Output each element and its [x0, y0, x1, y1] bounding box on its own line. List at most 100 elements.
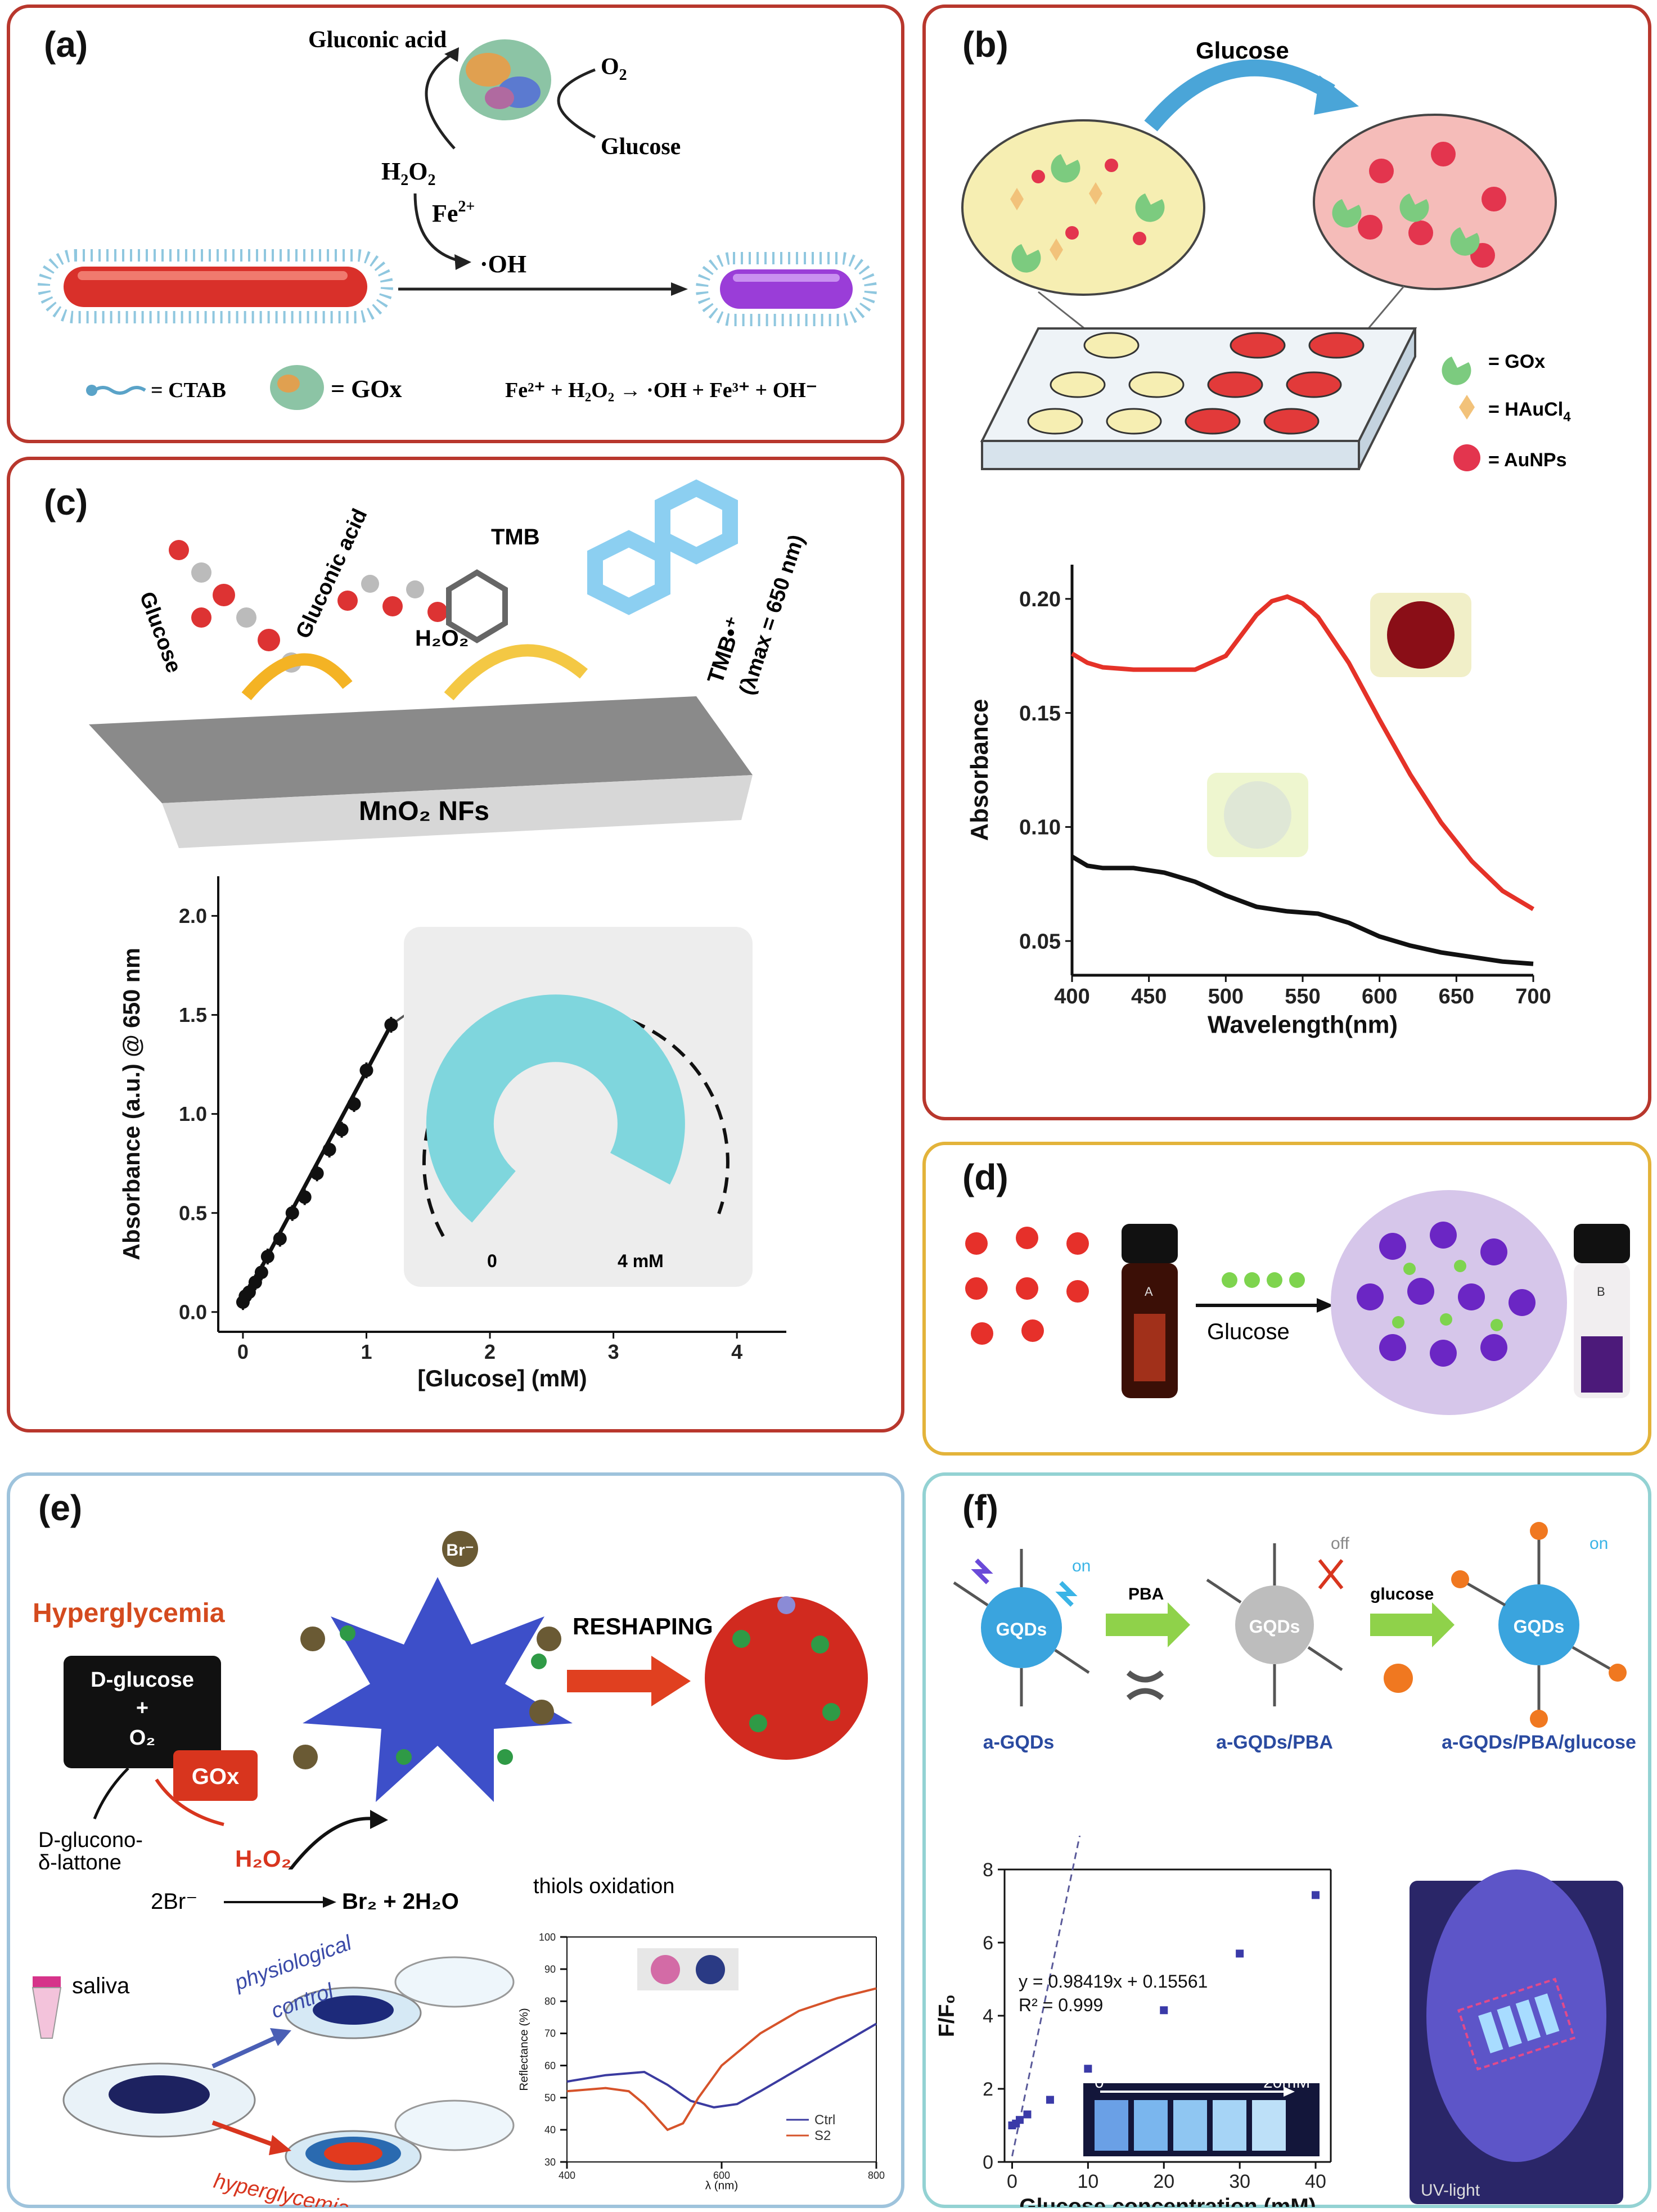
glucose-label: glucose	[1370, 1585, 1434, 1603]
gqds-label-2: GQDs	[1249, 1616, 1300, 1637]
vial-b-photo: B	[1574, 1224, 1630, 1398]
legend-au: = AuNPs	[1488, 449, 1567, 471]
agqds-pba-icon: GQDs off	[1206, 1534, 1349, 1706]
x-tick-label: 550	[1285, 985, 1320, 1008]
y-tick-label: 1.5	[179, 1003, 207, 1026]
y-tick-label: 40	[544, 2124, 556, 2136]
fenton-arrow	[413, 193, 461, 263]
data-point	[1023, 2110, 1032, 2119]
gox-label: GOx	[192, 1764, 239, 1789]
x-axis-label: Wavelength(nm)	[1208, 1011, 1398, 1039]
data-point	[310, 1166, 324, 1181]
oxidation-arrow-2	[444, 644, 588, 701]
hauc-legend-icon	[1459, 395, 1475, 420]
glucose-curved-arrow	[1144, 59, 1335, 132]
data-point	[1084, 2065, 1092, 2073]
pba-label: PBA	[1128, 1585, 1164, 1603]
well-plate	[980, 327, 1417, 470]
x-tick-label: 450	[1131, 985, 1167, 1008]
panel-e-label: (e)	[38, 1488, 83, 1528]
fenton-equation: Fe²⁺ + H₂O₂ → ·OH + Fe³⁺ + OH⁻	[505, 379, 817, 402]
x-tick-label: 400	[1054, 985, 1089, 1008]
fit-equation: y = 0.98419x + 0.15561	[1019, 1971, 1208, 1992]
glucose-dots-icon	[1222, 1272, 1305, 1288]
glucose-label: Glucose	[1207, 1319, 1290, 1344]
x-tick-label: 500	[1208, 985, 1244, 1008]
gox-enzyme-icon	[459, 39, 551, 120]
data-point	[1160, 2006, 1168, 2015]
x-tick-label: 600	[1362, 985, 1397, 1008]
dglucose-box	[64, 1656, 221, 1768]
panel-a-scheme: Gluconic acid O2 Glucose H2O2 Fe2+ ·OH	[38, 27, 877, 410]
gqds-label-3: GQDs	[1514, 1616, 1565, 1637]
tmb-molecule-icon	[446, 569, 508, 643]
agqds-pba-label: a-GQDs/PBA	[1216, 1732, 1333, 1753]
oxidation-arrow-1	[241, 653, 353, 701]
gluconic-acid-label: Gluconic acid	[308, 27, 447, 53]
legend-label-ctrl: Ctrl	[814, 2112, 835, 2128]
y-axis-label: Reflectance (%)	[517, 2008, 530, 2091]
data-point	[298, 1190, 312, 1204]
br-ion-icon	[442, 1531, 478, 1567]
br2-arrow	[288, 1817, 376, 1869]
off-label: off	[1331, 1534, 1349, 1553]
glucose-label: Glucose	[1196, 37, 1289, 64]
y-tick-label: 6	[983, 1932, 993, 1954]
y-axis-label: Absorbance (a.u.) @ 650 nm	[119, 948, 145, 1260]
plus-label: +	[136, 1696, 148, 1720]
gox-legend: = GOx	[331, 375, 402, 403]
colorimetric-dots-photo	[637, 1948, 739, 1990]
x-tick-label: 650	[1439, 985, 1474, 1008]
y-tick-label: 90	[544, 1963, 556, 1975]
uv-light-label: UV-light	[1421, 2181, 1480, 2200]
cuvette-photo-red	[1370, 593, 1471, 677]
glucose-dot-icon	[1384, 1664, 1413, 1693]
agqds-icon: GQDs on	[953, 1549, 1091, 1706]
y-tick-label: 2.0	[179, 904, 207, 927]
panel-b-scheme: Glucose	[961, 37, 1571, 471]
x-tick-label: 600	[713, 2170, 730, 2181]
data-point	[322, 1143, 336, 1156]
reshaping-arrow	[567, 1670, 651, 1692]
y-tick-label: 0.15	[1019, 702, 1061, 726]
panel-d: (d) A Glucose	[922, 1142, 1651, 1456]
absorbance-series-1	[1070, 594, 1535, 911]
y-axis-label: F/F₀	[935, 1994, 959, 2037]
hyperglycemia-title: Hyperglycemia	[33, 1598, 225, 1628]
y-tick-label: 0.5	[179, 1201, 207, 1224]
panel-d-scheme: A Glucose B	[965, 1190, 1630, 1415]
y-tick-label: 0.05	[1019, 930, 1061, 953]
panel-f-label: (f)	[962, 1488, 998, 1528]
reflectance-series-ctrl	[566, 2022, 877, 2109]
data-point	[273, 1232, 287, 1246]
on-label-2: on	[1590, 1534, 1608, 1553]
inset-4mm-label: 4 mM	[618, 1251, 664, 1271]
after-solution-bubble	[1313, 114, 1557, 290]
agqds-pba-glucose-icon: GQDs on	[1451, 1522, 1627, 1728]
legend-hauc: = HAuCl4	[1488, 399, 1571, 425]
panel-e-reaction: thiols oxidation 2Br⁻ Br₂ + 2H₂O	[151, 1875, 674, 1914]
h2o2-label: H2O2	[381, 157, 435, 189]
gluconic-label: Gluconic acid	[291, 505, 372, 642]
tmb-label: TMB	[491, 525, 540, 549]
panel-b: (b) Glucose	[922, 4, 1651, 1120]
data-point	[1236, 1949, 1244, 1958]
on-label-1: on	[1072, 1557, 1091, 1575]
gold-nanostar	[303, 1577, 573, 1802]
data-point	[1046, 2096, 1054, 2104]
petri-dish-control	[285, 1956, 515, 2039]
legend-gox: = GOx	[1488, 351, 1545, 372]
data-point	[384, 1018, 398, 1032]
x-tick-label: 20	[1153, 2171, 1174, 2192]
panel-a-label: (a)	[44, 24, 88, 65]
x-tick-label: 800	[868, 2170, 885, 2181]
data-point	[248, 1275, 262, 1289]
dispersed-nanoparticles	[965, 1227, 1089, 1345]
x-tick-label: 4	[731, 1340, 742, 1363]
y-tick-label: 80	[544, 1996, 556, 2007]
glucose-molecule-icon	[169, 540, 301, 673]
x-tick-label: 2	[484, 1340, 496, 1363]
y-tick-label: 8	[983, 1859, 993, 1881]
